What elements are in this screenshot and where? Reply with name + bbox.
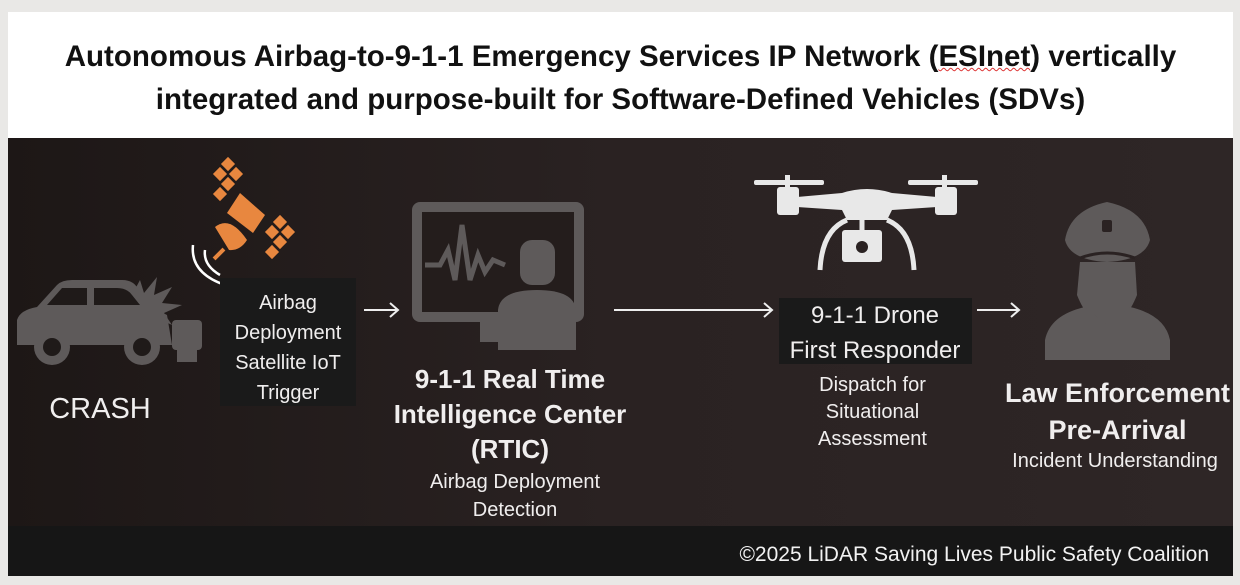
drone-title-line: First Responder	[789, 337, 961, 364]
drone-sub-line: Dispatch for	[819, 374, 926, 396]
drone-box	[779, 298, 972, 364]
copyright-footer: ©2025 LiDAR Saving Lives Public Safety C…	[8, 526, 1233, 576]
crash-label: CRASH	[49, 393, 151, 425]
title-line-2: integrated and purpose-built for Softwar…	[155, 83, 1086, 116]
trigger-line: Airbag	[259, 292, 317, 314]
diagram-panel	[8, 138, 1233, 526]
drone-sub-line: Assessment	[818, 428, 927, 450]
arrow-icon	[977, 302, 1021, 318]
title-text: Autonomous Airbag-to-9-1-1 Emergency Ser…	[64, 40, 939, 73]
rtic-sub-line: Detection	[472, 499, 558, 521]
law-subtitle: Incident Understanding	[1012, 450, 1218, 472]
trigger-line: Deployment	[234, 322, 342, 344]
title-esinet: ESInet	[938, 40, 1031, 73]
long-arrow-icon	[614, 302, 774, 318]
arrow-icon	[364, 302, 400, 318]
crashed-car-icon	[17, 277, 202, 365]
rtic-sub-line: Airbag Deployment	[429, 471, 601, 493]
law-title-line: Pre-Arrival	[1048, 415, 1187, 445]
trigger-box	[220, 278, 356, 406]
monitor-analyst-icon	[412, 202, 584, 350]
rtic-title-line: Intelligence Center	[393, 399, 627, 429]
trigger-line: Trigger	[256, 382, 320, 404]
title-text: ) vertically	[1030, 40, 1177, 73]
trigger-line: Satellite IoT	[235, 352, 341, 374]
rtic-title-line: (RTIC)	[471, 434, 549, 464]
drone-sub-line: Situational	[825, 401, 920, 423]
law-title-line: Law Enforcement	[1004, 378, 1231, 408]
drone-title-line: 9-1-1 Drone	[810, 302, 940, 329]
satellite-icon	[191, 156, 296, 287]
rtic-title-line: 9-1-1 Real Time	[414, 364, 606, 394]
page-title: Autonomous Airbag-to-9-1-1 Emergency Ser…	[8, 12, 1233, 138]
drone-icon	[754, 175, 978, 271]
police-officer-icon	[1045, 202, 1170, 360]
